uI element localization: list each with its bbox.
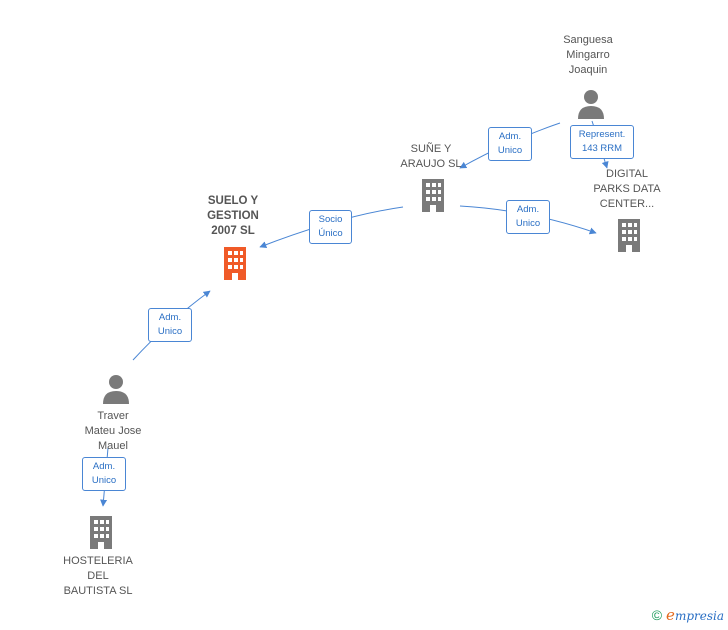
node-label-sune[interactable]: SUÑE Y ARAUJO SL (393, 142, 469, 172)
empresia-brand: ©empresia (652, 606, 724, 624)
node-label-sanguesa[interactable]: Sanguesa Mingarro Joaquin (548, 33, 628, 78)
node-label-traver[interactable]: Traver Mateu Jose Mauel (73, 409, 153, 454)
edge-label-traver-hosteleria[interactable]: Adm. Unico (82, 457, 126, 491)
node-label-line: BAUTISTA SL (63, 585, 133, 597)
brand-initial: e (666, 606, 675, 624)
edge-label-sune-digital[interactable]: Adm. Unico (506, 200, 550, 234)
node-label-line: DIGITAL (606, 168, 648, 180)
edge-label-line: Represent. (578, 129, 626, 140)
edge-label-line: Unico (515, 218, 541, 229)
node-label-line: Mateu Jose (84, 425, 142, 437)
node-label-line: Sanguesa (563, 34, 613, 46)
edge-label-sanguesa-sune[interactable]: Adm. Unico (488, 127, 532, 161)
edge-label-sanguesa-digital[interactable]: Represent. 143 RRM (570, 125, 634, 159)
edge-label-traver-suelo[interactable]: Adm. Unico (148, 308, 192, 342)
node-label-line: HOSTELERIA (63, 555, 133, 567)
person-icon[interactable] (100, 374, 132, 404)
node-label-line: Mingarro (566, 49, 610, 61)
edge-label-line: Unico (497, 145, 523, 156)
edge-label-line: Adm. (498, 131, 522, 142)
node-label-line: CENTER... (599, 198, 655, 210)
node-label-hosteleria[interactable]: HOSTELERIA DEL BAUTISTA SL (55, 554, 141, 599)
edge-label-line: Unico (91, 475, 117, 486)
node-label-line: DEL (87, 570, 109, 582)
node-label-digital[interactable]: DIGITAL PARKS DATA CENTER... (587, 167, 667, 212)
brand-logo: empresia (666, 606, 724, 624)
edge-label-line: 143 RRM (581, 143, 623, 154)
node-label-line: SUÑE Y (410, 143, 452, 155)
person-icon[interactable] (575, 89, 607, 119)
brand-rest: mpresia (674, 609, 724, 623)
edge-label-sune-suelo[interactable]: Socio Único (309, 210, 352, 244)
edge-label-line: Socio (318, 214, 343, 225)
node-label-line: Mauel (98, 440, 128, 452)
edge-label-line: Adm. (158, 312, 182, 323)
building-icon[interactable] (418, 178, 448, 212)
node-label-line: GESTION (207, 210, 259, 222)
node-label-line: SUELO Y (207, 195, 259, 207)
edge-label-line: Adm. (516, 204, 540, 215)
edge-label-line: Adm. (92, 461, 116, 472)
node-label-line: ARAUJO SL (400, 158, 462, 170)
copyright-icon: © (651, 607, 663, 623)
edge-label-line: Unico (157, 326, 183, 337)
building-icon[interactable] (614, 218, 644, 252)
node-label-line: 2007 SL (211, 225, 255, 237)
building-icon[interactable] (86, 515, 116, 549)
node-label-line: Traver (97, 410, 129, 422)
node-label-line: PARKS DATA (593, 183, 661, 195)
building-icon-focus[interactable] (220, 246, 250, 280)
node-label-suelo[interactable]: SUELO Y GESTION 2007 SL (193, 194, 273, 239)
node-label-line: Joaquin (568, 64, 608, 76)
edge-label-line: Único (318, 228, 343, 239)
